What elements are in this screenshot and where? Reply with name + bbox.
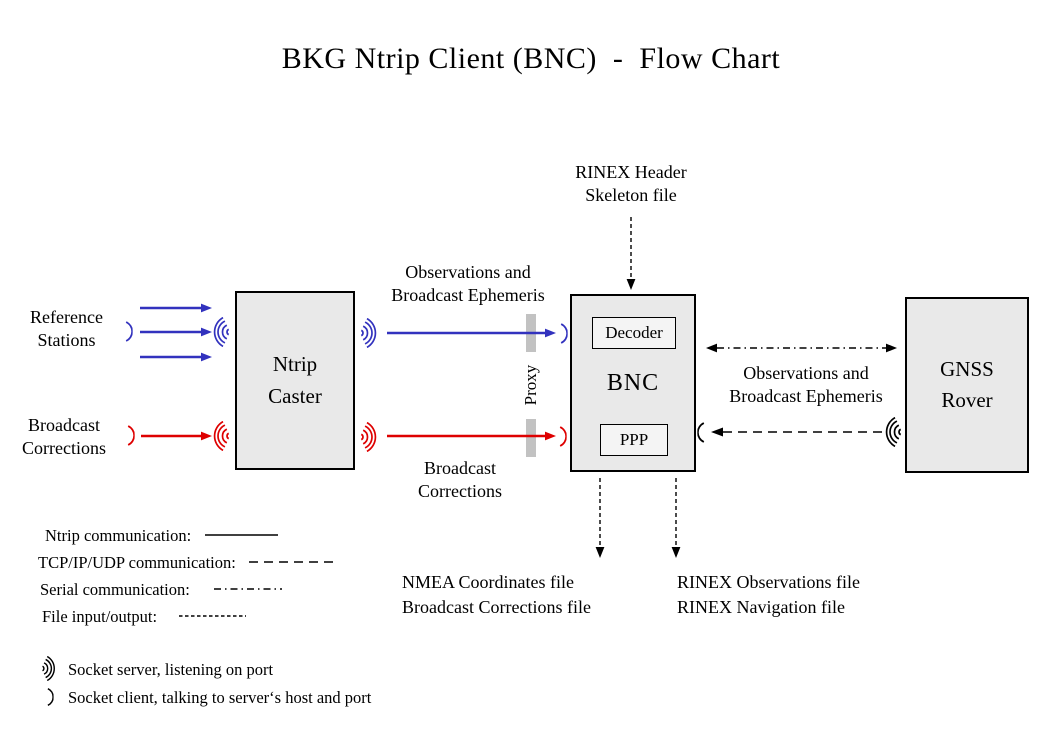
- legend-label-tcp: TCP/IP/UDP communication:: [38, 553, 236, 572]
- label-rinex-header-skeleton: RINEX Header Skeleton file: [575, 162, 687, 205]
- socket-client-icon: [123, 319, 133, 344]
- arrowhead-bnc-to-nmea-files: [595, 547, 605, 558]
- arrowhead-bnc-to-rinex-files: [671, 547, 681, 558]
- bnc-label: BNC: [606, 369, 660, 396]
- decoder-label: Decoder: [605, 323, 663, 343]
- arrowhead-skeleton-to-bnc: [626, 279, 636, 290]
- label-observations-ephemeris-mid: Observations and Broadcast Ephemeris: [391, 262, 545, 305]
- socket-server-icon: [211, 421, 232, 451]
- legend-label-file: File input/output:: [42, 607, 158, 626]
- node-ppp: PPP: [600, 424, 668, 456]
- arrowhead-caster-to-bnc-corrections: [545, 431, 556, 441]
- socket-client-icon: [125, 423, 135, 448]
- proxy-label: Proxy: [521, 364, 540, 406]
- socket-server-icon: [358, 318, 379, 348]
- node-decoder: Decoder: [592, 317, 676, 349]
- label-nmea-output-files: NMEA Coordinates file Broadcast Correcti…: [402, 572, 591, 618]
- socket-server-icon: [211, 317, 232, 347]
- ppp-label: PPP: [619, 430, 649, 450]
- socket-client-icon: [558, 321, 568, 346]
- legend-label-socket-client: Socket client, talking to server‘s host …: [68, 688, 372, 707]
- ntrip-caster-label: Ntrip Caster: [268, 352, 322, 408]
- gnss-rover-label: GNSS Rover: [940, 356, 994, 413]
- socket-server-icon: [358, 422, 379, 452]
- proxy-bar-top: [526, 314, 536, 352]
- label-reference-stations: Reference Stations: [30, 307, 103, 350]
- socket-server-icon: [883, 417, 904, 447]
- arrowhead-rover-to-bnc: [711, 427, 723, 437]
- node-ntrip-caster: Ntrip Caster: [235, 291, 355, 470]
- arrowhead-serial-right: [886, 343, 897, 353]
- socket-client-icon: [45, 686, 54, 708]
- arrowhead-serial-left: [706, 343, 717, 353]
- label-broadcast-corrections-mid: Broadcast Corrections: [418, 458, 502, 501]
- legend-label-ntrip: Ntrip communication:: [45, 526, 192, 545]
- node-gnss-rover: GNSS Rover: [905, 297, 1029, 473]
- socket-client-icon: [557, 424, 567, 449]
- proxy-bar-bottom: [526, 419, 536, 457]
- arrowhead-refstation-3: [201, 352, 212, 362]
- socket-client-icon: [697, 420, 707, 445]
- legend-label-serial: Serial communication:: [40, 580, 190, 599]
- arrowhead-refstation-1: [201, 303, 212, 313]
- legend-label-socket-server: Socket server, listening on port: [68, 660, 274, 679]
- label-observations-ephemeris-right: Observations and Broadcast Ephemeris: [729, 363, 883, 406]
- label-rinex-output-files: RINEX Observations file RINEX Navigation…: [677, 572, 860, 618]
- socket-server-icon: [40, 656, 57, 681]
- arrowhead-caster-to-bnc: [545, 328, 556, 338]
- label-broadcast-corrections-left: Broadcast Corrections: [22, 415, 106, 458]
- page-title: BKG Ntrip Client (BNC) - Flow Chart: [281, 42, 781, 75]
